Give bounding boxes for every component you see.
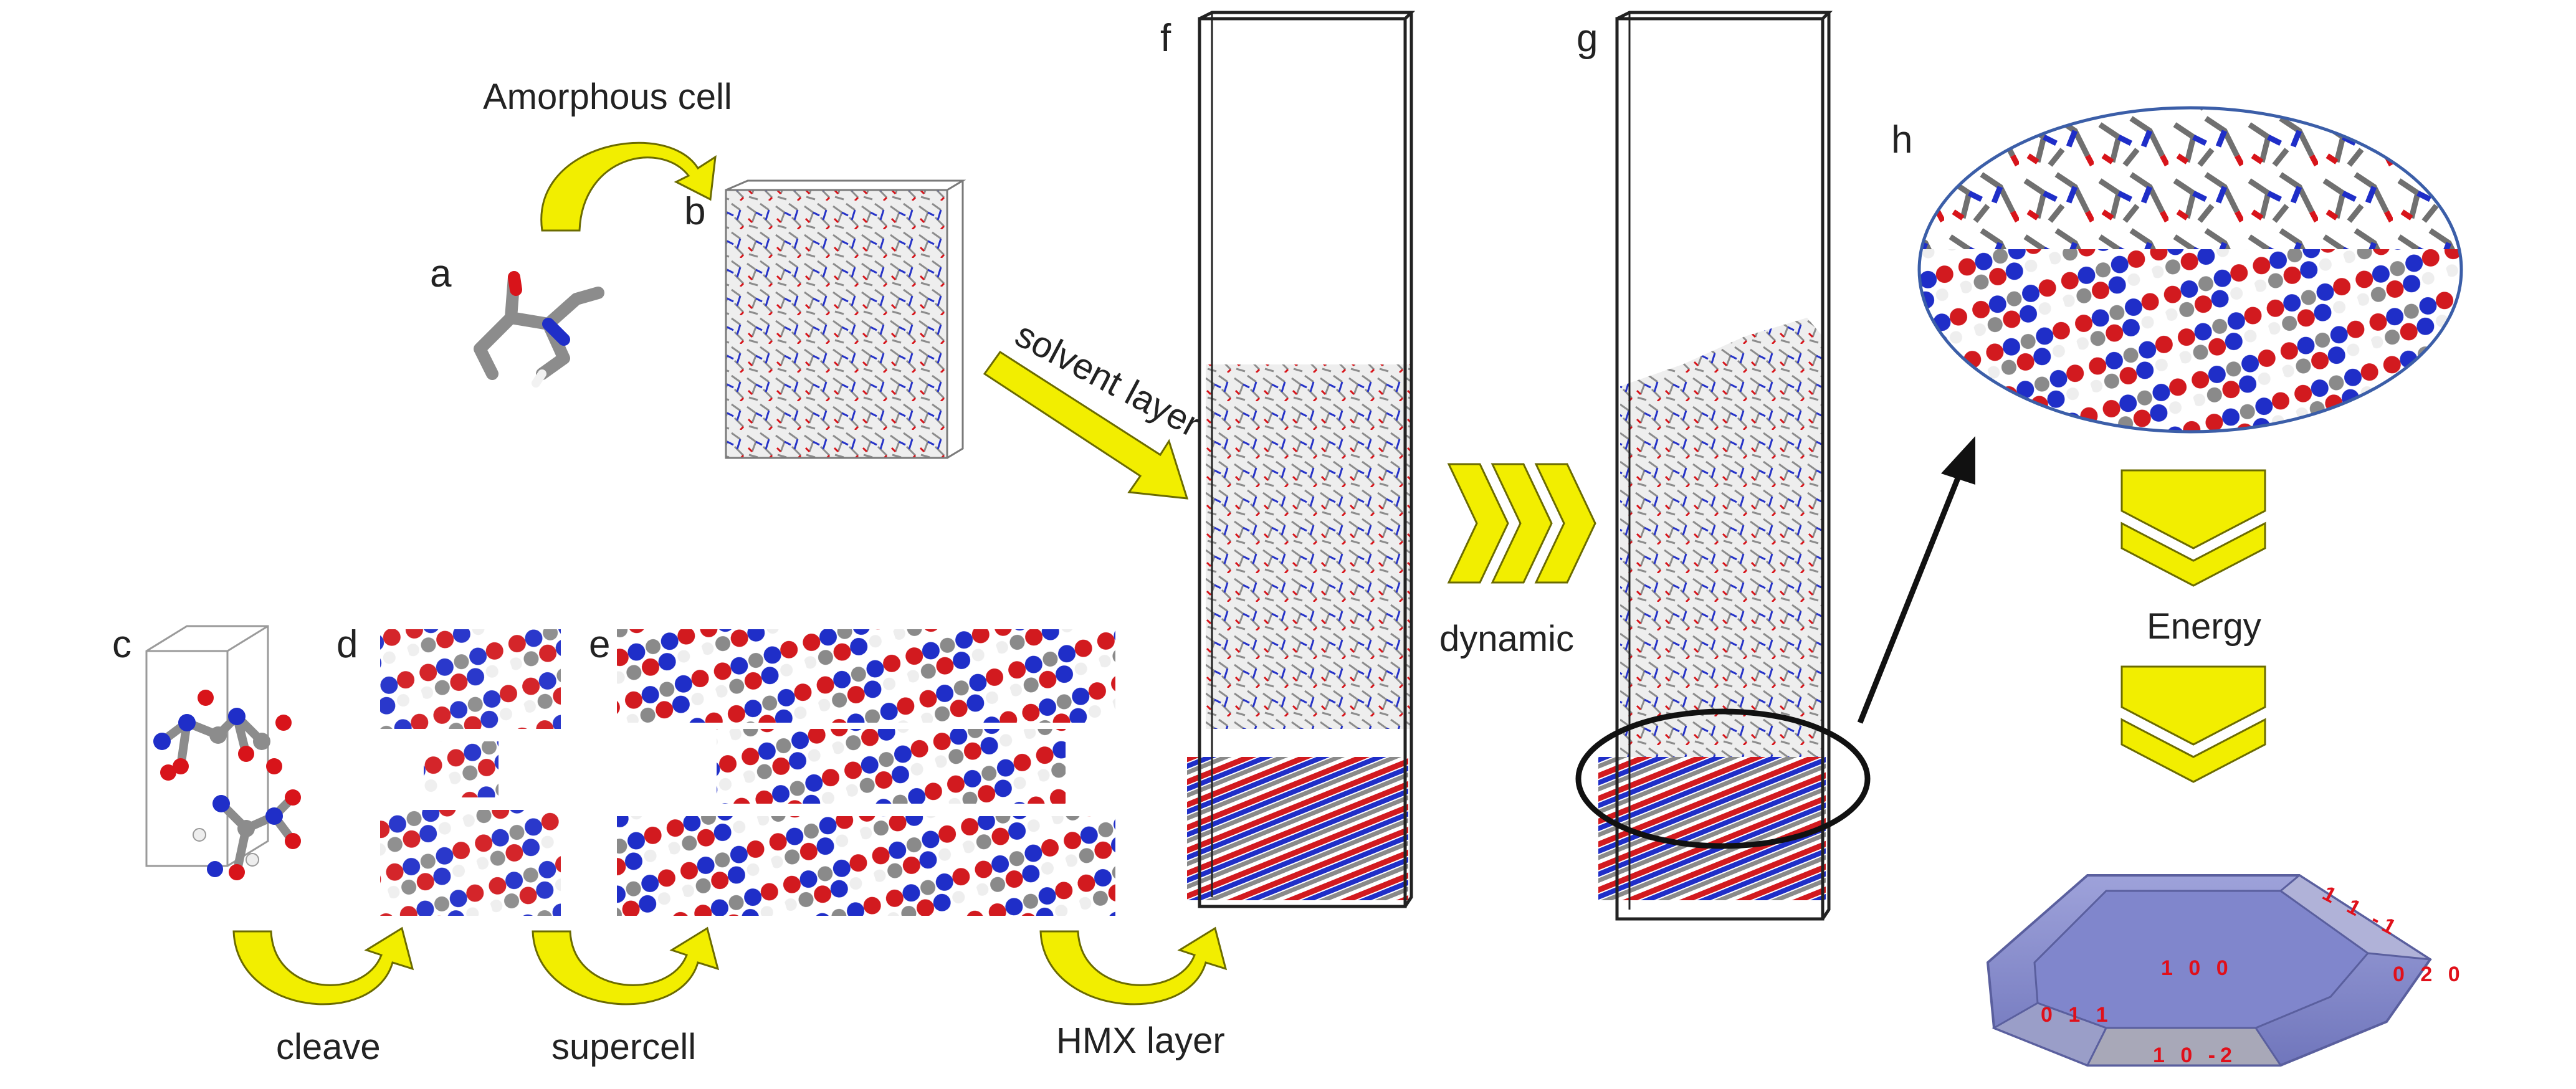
panel-label-f: f <box>1160 17 1171 60</box>
panel-label-g: g <box>1577 17 1598 60</box>
step-label-energy: Energy <box>2147 606 2261 647</box>
face-label-020: 0 2 0 <box>2393 963 2465 986</box>
panel-label-h: h <box>1891 118 1912 161</box>
panel-label-d: d <box>336 623 358 666</box>
curved-arrow-amorphous <box>540 141 717 232</box>
arrow-solvent-layer <box>983 350 1189 500</box>
zoom-arrow <box>1857 436 1975 724</box>
curved-arrow-hmx-layer <box>1039 926 1228 1006</box>
step-label-dynamic: dynamic <box>1439 619 1574 659</box>
crystal-morphology <box>1986 874 2432 1067</box>
step-label-amorphous: Amorphous cell <box>483 77 732 117</box>
panel-label-c: c <box>112 623 131 666</box>
curved-arrow-supercell <box>532 926 720 1006</box>
step-label-hmx-layer: HMX layer <box>1056 1020 1225 1061</box>
supercell-e <box>617 629 1115 916</box>
simulation-box-g <box>1598 11 1833 921</box>
step-label-cleave: cleave <box>276 1027 381 1067</box>
simulation-box-f <box>1187 11 1416 908</box>
interface-highlight-ellipse <box>1575 708 1871 849</box>
chevron-arrows-dynamic <box>1447 463 1596 584</box>
face-label-011: 0 1 1 <box>2041 1003 2113 1027</box>
step-label-supercell: supercell <box>551 1027 696 1067</box>
face-label-100: 1 0 0 <box>2161 956 2233 980</box>
chevron-arrows-energy <box>2120 469 2266 783</box>
cleaved-slab-d <box>380 629 561 916</box>
face-label-10-2: 1 0 -2 <box>2153 1044 2237 1067</box>
curved-arrow-cleave <box>232 926 414 1006</box>
panel-label-b: b <box>684 190 705 233</box>
solvent-molecule-a <box>474 271 604 388</box>
interface-zoom-h <box>1919 108 2461 432</box>
amorphous-cell-b <box>725 179 966 459</box>
panel-label-e: e <box>589 623 610 666</box>
panel-label-a: a <box>430 252 452 295</box>
unit-cell-c <box>145 625 301 880</box>
